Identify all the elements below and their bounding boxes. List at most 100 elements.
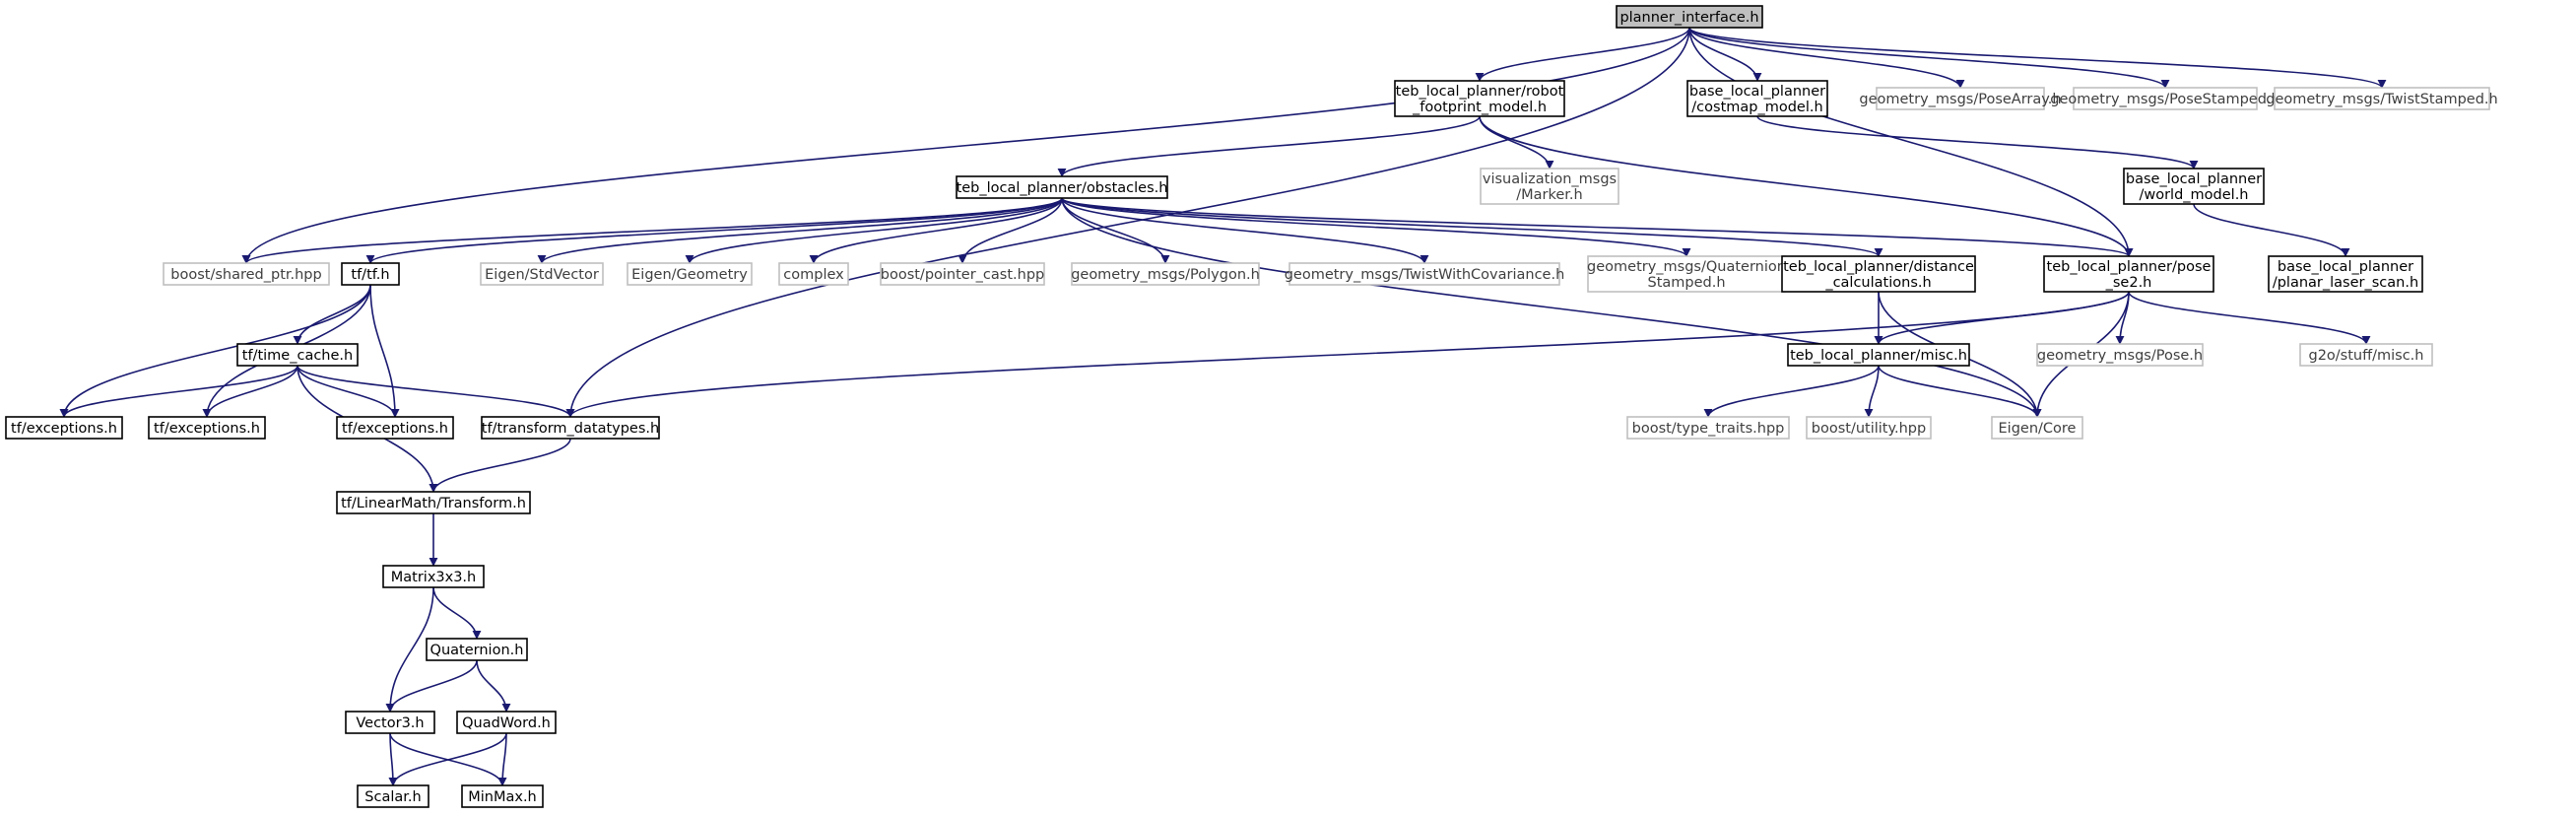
dependency-edge-obstacles-tf_h (365, 197, 1063, 264)
node-g2o_misc: g2o/stuff/misc.h (2299, 343, 2433, 367)
node-box (341, 262, 400, 286)
node-box (461, 784, 544, 808)
node-root[interactable]: planner_interface.h (1616, 5, 1763, 29)
node-label: Stamped.h (1647, 275, 1725, 291)
node-transform_dt[interactable]: tf/transform_datatypes.h (481, 416, 660, 440)
node-exc3[interactable]: tf/exceptions.h (336, 416, 454, 440)
node-box (236, 343, 359, 367)
node-box (345, 711, 435, 734)
node-label: base_local_planner (1689, 84, 1825, 100)
node-scalar[interactable]: Scalar.h (357, 784, 429, 808)
node-costmap[interactable]: base_local_planner/costmap_model.h (1686, 80, 1828, 117)
node-box (1787, 343, 1970, 367)
node-posearray: geometry_msgs/PoseArray.h (1859, 87, 2062, 110)
edge-path (297, 365, 400, 418)
node-box (1288, 262, 1560, 286)
dependency-edge-pose_se2-transform_dt (565, 291, 2130, 418)
node-label: tf/tf.h (351, 267, 389, 283)
node-box (2073, 87, 2258, 110)
node-laser_scan[interactable]: base_local_planner/planar_laser_scan.h (2268, 255, 2423, 293)
node-complex: complex (778, 262, 849, 286)
dependency-edge-quaternion-quadword (476, 659, 511, 713)
edge-path (1057, 115, 1481, 177)
node-vector3[interactable]: Vector3.h (345, 711, 435, 734)
node-label: boost/pointer_cast.hpp (881, 267, 1045, 283)
node-minmax[interactable]: MinMax.h (461, 784, 544, 808)
dependency-edge-root-twiststamped (1688, 27, 2387, 89)
node-box (1686, 80, 1828, 117)
dependency-edge-time_cache-exc1 (59, 365, 298, 418)
node-pose_se2[interactable]: teb_local_planner/pose_se2.h (2043, 255, 2214, 293)
node-label: _calculations.h (1824, 275, 1931, 291)
node-label: boost/type_traits.hpp (1632, 421, 1785, 437)
node-misc[interactable]: teb_local_planner/misc.h (1787, 343, 1970, 367)
nodes-layer: planner_interface.h teb_local_planner/rob… (5, 5, 2498, 808)
edge-path (385, 586, 434, 713)
node-matrix3x3[interactable]: Matrix3x3.h (382, 565, 485, 588)
edge-path (1061, 197, 1429, 264)
node-label: teb_local_planner/obstacles.h (957, 180, 1168, 196)
dependency-edge-quaternion-vector3 (385, 659, 478, 713)
dependency-edge-tf_h-exc1 (59, 284, 371, 418)
edge-path (1756, 115, 2199, 170)
node-exc1[interactable]: tf/exceptions.h (5, 416, 123, 440)
node-box (627, 262, 753, 286)
dependency-edge-obstacles-polygon (1061, 197, 1170, 264)
dependency-edge-obstacles-twistcov (1061, 197, 1429, 264)
node-box (880, 262, 1045, 286)
node-world_model[interactable]: base_local_planner/world_model.h (2123, 168, 2265, 205)
node-label: teb_local_planner/pose (2047, 259, 2212, 275)
node-lm_transform[interactable]: tf/LinearMath/Transform.h (336, 491, 531, 514)
node-label: base_local_planner (2126, 171, 2262, 187)
dependency-edge-tf_h-time_cache (293, 284, 371, 345)
node-box (1480, 168, 1619, 205)
node-box (426, 638, 528, 661)
node-label: complex (783, 267, 844, 283)
node-tf_h[interactable]: tf/tf.h (341, 262, 400, 286)
edge-path (293, 284, 371, 345)
node-label: Scalar.h (364, 789, 421, 805)
node-label: _se2.h (2105, 275, 2152, 291)
edge-path (1878, 365, 2042, 418)
edge-path (1475, 27, 1690, 82)
node-box (2036, 343, 2204, 367)
node-box (5, 416, 123, 440)
node-quaternion[interactable]: Quaternion.h (426, 638, 528, 661)
dependency-edge-tf_h-exc3 (369, 284, 400, 418)
node-box (1781, 255, 1976, 293)
node-box (148, 416, 266, 440)
edge-path (429, 438, 571, 493)
node-time_cache[interactable]: tf/time_cache.h (236, 343, 359, 367)
node-label: boost/utility.hpp (1812, 421, 1926, 437)
node-label: tf/exceptions.h (154, 421, 260, 437)
node-quadword[interactable]: QuadWord.h (456, 711, 557, 734)
node-twistcov: geometry_msgs/TwistWithCovariance.h (1285, 262, 1564, 286)
node-eigen_core: Eigen/Core (1991, 416, 2083, 440)
node-robot_fp[interactable]: teb_local_planner/robot_footprint_model.… (1394, 80, 1565, 117)
node-label: QuadWord.h (462, 715, 551, 731)
node-label: /Marker.h (1516, 187, 1582, 203)
node-box (2274, 87, 2490, 110)
node-exc2[interactable]: tf/exceptions.h (148, 416, 266, 440)
dependency-edge-world_model-laser_scan (2193, 203, 2350, 257)
node-label: Vector3.h (356, 715, 424, 731)
node-label: boost/shared_ptr.hpp (170, 267, 321, 283)
node-obstacles[interactable]: teb_local_planner/obstacles.h (956, 175, 1168, 199)
dependency-edge-robot_fp-vis_marker (1479, 115, 1554, 170)
edge-path (369, 284, 400, 418)
edge-path (565, 27, 1690, 418)
dependency-edge-time_cache-exc2 (202, 365, 298, 418)
node-pose_h: geometry_msgs/Pose.h (2036, 343, 2204, 367)
dependency-edge-obstacles-geometry (685, 197, 1063, 264)
node-type_traits: boost/type_traits.hpp (1626, 416, 1790, 440)
dependency-edge-quadword-scalar (388, 732, 507, 786)
node-shared_ptr: boost/shared_ptr.hpp (163, 262, 330, 286)
edge-path (1061, 197, 2134, 257)
node-label: /costmap_model.h (1691, 100, 1822, 115)
node-distcalc[interactable]: teb_local_planner/distance_calculations.… (1781, 255, 1976, 293)
dependency-edge-pose_se2-g2o_misc (2128, 291, 2371, 345)
node-box (163, 262, 330, 286)
node-label: tf/transform_datatypes.h (482, 421, 659, 437)
node-box (357, 784, 429, 808)
